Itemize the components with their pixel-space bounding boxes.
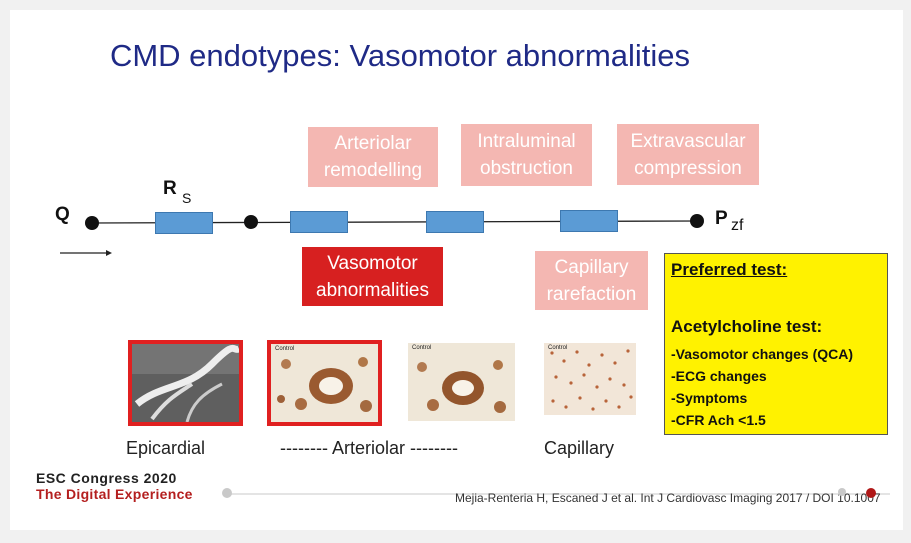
list-item: -Symptoms <box>671 390 748 406</box>
q-node <box>85 216 99 230</box>
progress-current-marker[interactable] <box>866 488 876 498</box>
progress-marker[interactable] <box>838 488 846 496</box>
esc-congress-title: ESC Congress 2020 <box>36 470 177 486</box>
extravascular-compression-box: Extravascular compression <box>617 124 759 185</box>
resistor-2 <box>290 211 348 233</box>
acetylcholine-test-heading: Acetylcholine test: <box>671 317 823 336</box>
progress-track[interactable] <box>230 493 890 495</box>
slide-title: CMD endotypes: Vasomotor abnormalities <box>109 38 691 73</box>
p-node <box>690 214 704 228</box>
q-label: Q <box>55 204 70 225</box>
list-item: -CFR Ach <1.5 <box>671 412 766 428</box>
arteriolar-caption: -------- Arteriolar -------- <box>280 438 458 458</box>
preferred-test-list: -Vasomotor changes (QCA) -ECG changes -S… <box>671 343 853 431</box>
arteriolar-remodelling-box: Arteriolar remodelling <box>308 127 438 187</box>
reference-citation: Mejia-Renteria H, Escaned J et al. Int J… <box>455 491 881 505</box>
flow-arrow-head <box>106 250 112 256</box>
preferred-test-heading: Preferred test: <box>671 260 788 279</box>
progress-start-marker[interactable] <box>222 488 232 498</box>
r-label: R <box>163 178 177 199</box>
intraluminal-obstruction-box: Intraluminal obstruction <box>461 124 592 186</box>
arteriolar-histology-highlighted: Control <box>267 340 382 426</box>
histology-graphic-1 <box>271 344 378 422</box>
list-item: -ECG changes <box>671 368 767 384</box>
slide: CMD endotypes: Vasomotor abnormalities A… <box>10 10 903 530</box>
histology-graphic-2 <box>408 343 515 421</box>
vasomotor-abnormalities-box: Vasomotor abnormalities <box>302 247 443 306</box>
capillary-histology: Control <box>544 343 636 415</box>
digital-experience-label: The Digital Experience <box>36 486 193 502</box>
histology-graphic-3 <box>544 343 636 415</box>
capillary-caption: Capillary <box>544 438 615 458</box>
resistor-1 <box>155 212 213 234</box>
resistor-4 <box>560 210 618 232</box>
control-label: Control <box>275 346 295 352</box>
middle-node <box>244 215 258 229</box>
epicardial-caption: Epicardial <box>126 438 206 458</box>
p-subscript: zf <box>731 217 744 234</box>
r-subscript: S <box>182 190 192 206</box>
preferred-test-box: Preferred test: Acetylcholine test: -Vas… <box>664 253 888 435</box>
angiogram-graphic <box>132 344 239 422</box>
list-item: -Vasomotor changes (QCA) <box>671 346 854 362</box>
resistor-3 <box>426 211 484 233</box>
control-label: Control <box>548 345 568 351</box>
arteriolar-histology: Control <box>408 343 515 421</box>
capillary-rarefaction-box: Capillary rarefaction <box>535 251 648 310</box>
angiogram-image <box>128 340 243 426</box>
control-label: Control <box>412 345 432 351</box>
p-label: P <box>715 208 728 229</box>
